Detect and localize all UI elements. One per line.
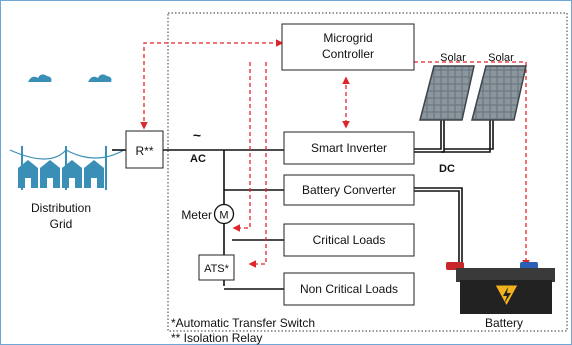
critical-loads-box (283, 223, 415, 257)
ac-label: AC (190, 153, 206, 165)
solar-panel-2-icon (471, 65, 527, 121)
microgrid-boundary (167, 12, 568, 332)
battery-converter-label: Battery Converter (302, 183, 396, 197)
footnote-relay: ** Isolation Relay (171, 331, 262, 345)
ats-label: ATS* (204, 263, 230, 275)
smart-inverter-box (283, 131, 415, 165)
controller-label-line1: Microgrid (323, 31, 372, 45)
control-links (140, 39, 530, 268)
battery-label: Battery (485, 316, 523, 330)
isolation-relay-box (125, 130, 164, 169)
relay-label: R** (135, 144, 153, 158)
solar-panel-1-icon (419, 65, 475, 121)
battery-converter-box (283, 174, 415, 206)
dc-label: DC (439, 163, 455, 175)
microgrid-controller-box (281, 23, 415, 71)
grid-label-line1: Distribution (31, 201, 91, 215)
critical-loads-label: Critical Loads (313, 233, 386, 247)
meter-symbol: M (219, 210, 228, 222)
meter-symbol-circle (213, 203, 235, 225)
non-critical-loads-label: Non Critical Loads (300, 282, 398, 296)
distribution-grid-icon (9, 74, 125, 190)
controller-label-line2: Controller (322, 47, 374, 61)
solar-label-2: Solar (488, 52, 514, 64)
ac-symbol: ~ (193, 127, 201, 143)
footnote-ats: *Automatic Transfer Switch (171, 316, 315, 330)
non-critical-loads-box (283, 272, 415, 306)
power-lines (112, 120, 494, 290)
grid-label-line2: Grid (50, 217, 73, 231)
battery-icon (446, 262, 555, 314)
solar-label-1: Solar (440, 52, 466, 64)
smart-inverter-label: Smart Inverter (311, 141, 387, 155)
meter-label: Meter (181, 208, 212, 222)
ats-box (198, 254, 235, 281)
